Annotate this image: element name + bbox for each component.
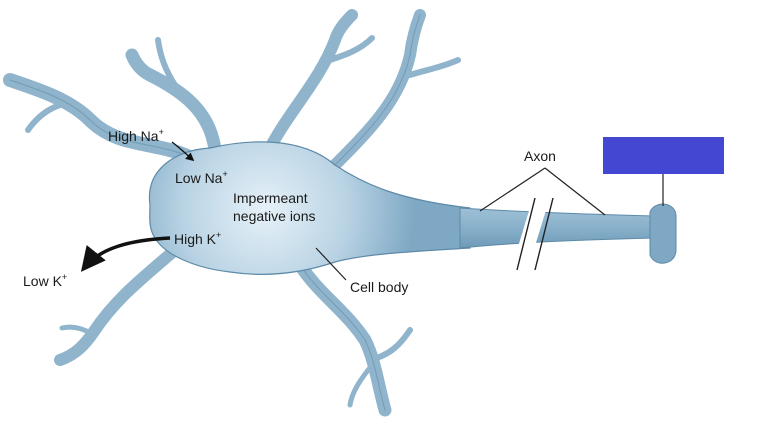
dendrites [3,9,461,417]
hidden-label-box [603,137,724,174]
cell-body-soma [148,141,471,275]
na-influx-arrow [171,141,195,162]
label-cell-body: Cell body [350,279,408,295]
neuron-cell [3,9,677,417]
cell-body-leader [315,247,347,281]
label-low-k: Low K+ [23,272,67,289]
label-impermeant-line2: negative ions [233,208,316,224]
axon-leader-right [544,167,606,216]
label-high-na: High Na+ [108,127,164,144]
label-low-na: Low Na+ [175,169,228,186]
leader-lines [315,167,664,281]
axon-break-marks [510,194,554,276]
label-axon: Axon [524,148,556,164]
axon-shaft [459,207,656,249]
label-high-k: High K+ [174,230,221,247]
axon-leader-left [479,167,546,212]
k-efflux-arrow [80,236,171,272]
label-impermeant-line1: Impermeant [233,190,308,206]
axon-terminal [649,203,677,264]
